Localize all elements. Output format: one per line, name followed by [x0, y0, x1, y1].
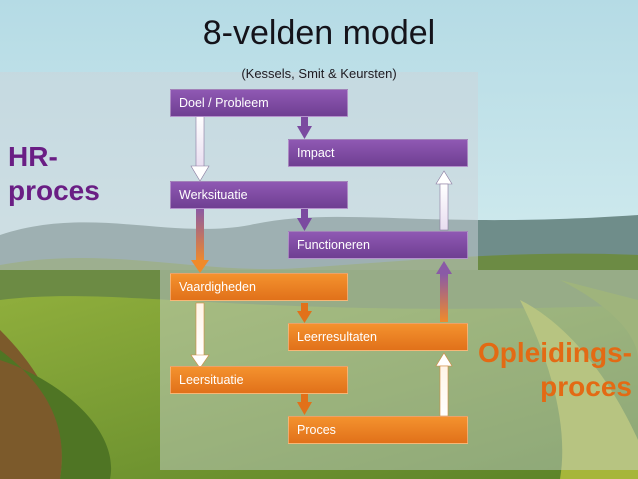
hr-label-line-2: proces: [8, 175, 100, 206]
box-leerresultaten: Leerresultaten: [288, 323, 468, 351]
diagram-subtitle: (Kessels, Smit & Keursten): [241, 66, 397, 81]
hr-process-label: HR- proces: [8, 140, 100, 208]
hr-label-line-1: HR-: [8, 141, 58, 172]
box-functioneren: Functioneren: [288, 231, 468, 259]
box-vaardigheden: Vaardigheden: [170, 273, 348, 301]
training-process-label: Opleidings- proces: [470, 336, 632, 404]
training-label-line-1: Opleidings-: [478, 337, 632, 368]
box-werksituatie: Werksituatie: [170, 181, 348, 209]
box-impact: Impact: [288, 139, 468, 167]
training-label-line-2: proces: [540, 371, 632, 402]
box-leersituatie: Leersituatie: [170, 366, 348, 394]
box-doel-probleem: Doel / Probleem: [170, 89, 348, 117]
diagram-title: 8-velden model: [202, 14, 436, 52]
box-proces: Proces: [288, 416, 468, 444]
